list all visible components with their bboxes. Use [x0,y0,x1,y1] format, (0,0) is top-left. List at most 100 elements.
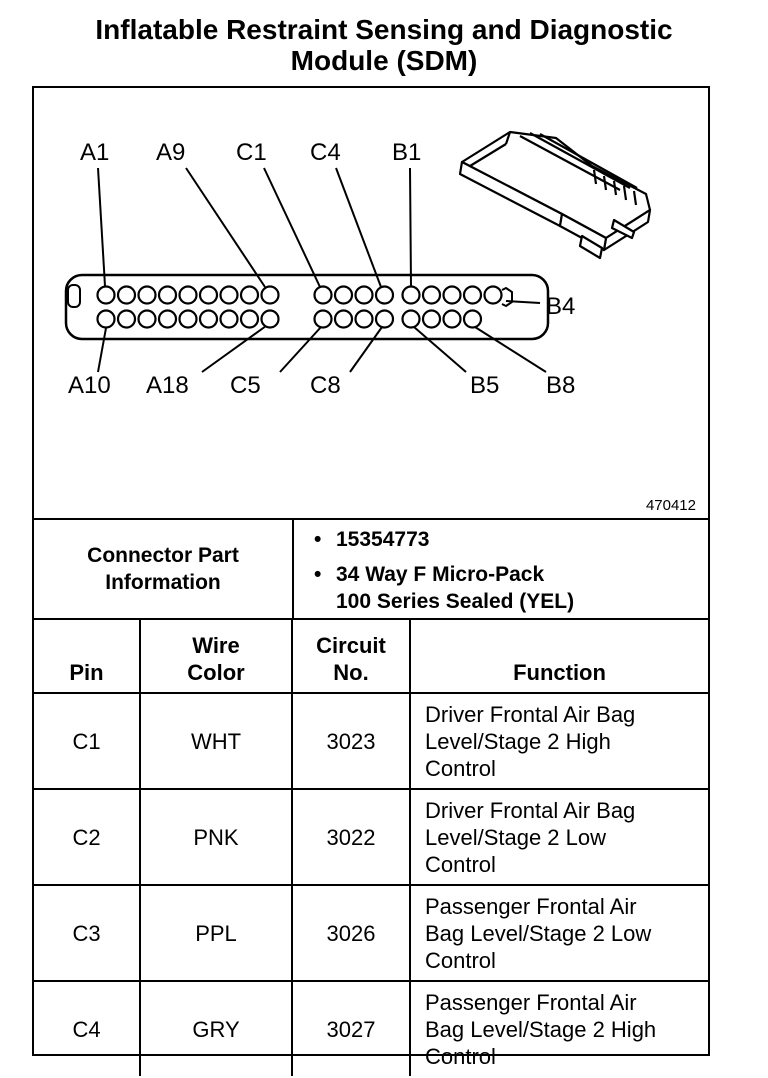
cavity-labels: A1 A9 C1 C4 B1 B4 A10 A18 C5 C8 B5 B8 [68,139,575,399]
cell-pin: C2 [34,788,141,886]
cell-wire-color: PPL [139,884,293,982]
pin-a7 [219,285,239,305]
cell-circuit: 3022 [291,788,411,886]
connector-latch-left [67,284,81,308]
connector-face-drawing: A1 A9 C1 C4 B1 B4 A10 A18 C5 C8 B5 B8 47… [64,130,696,514]
pin-a9 [260,285,280,305]
connector-description-item: 34 Way F Micro-Pack 100 Series Sealed (Y… [310,561,574,615]
header-circuit-no: Circuit No. [291,620,411,694]
pin-row-a-bottom [96,309,280,329]
pin-c8 [374,309,395,329]
header-function: Function [409,620,708,694]
pin-b5 [401,309,421,329]
label-a9: A9 [156,139,185,166]
pin-a18 [260,309,280,329]
cell-wire-color: PNK [139,788,293,886]
pin-c5 [313,309,333,329]
cell-function: Driver Frontal Air Bag Level/Stage 2 Hig… [409,692,708,790]
header-wire-color: Wire Color [139,620,293,694]
connector-desc-line-2: 100 Series Sealed (YEL) [336,590,575,613]
table-row: C1 WHT 3023 Driver Frontal Air Bag Level… [34,692,708,790]
part-number-item: 15354773 [310,526,574,553]
pin-c3 [354,285,374,305]
cell-pin: C4 [34,980,141,1076]
pin-a13 [157,309,178,329]
pin-row-cb-top [313,285,503,305]
cell-wire-color: GRY [139,980,293,1076]
label-b5: B5 [470,372,499,399]
page-title: Inflatable Restraint Sensing and Diagnos… [0,14,768,76]
pin-b4 [483,285,503,305]
pin-c6 [333,309,354,329]
part-number: 15354773 [336,528,430,551]
pin-b6 [421,309,442,329]
pin-a6 [198,285,219,305]
pin-b2 [421,285,442,305]
connector-part-info: Connector Part Information 15354773 34 W… [34,518,708,620]
pin-b7 [442,309,462,329]
table-row: C4 GRY 3027 Passenger Frontal Air Bag Le… [34,980,708,1076]
pinout-table: Pin Wire Color Circuit No. Function C1 W… [34,620,708,1076]
connector-part-label-line-2: Information [105,571,221,594]
cell-wire-color: WHT [139,692,293,790]
pin-a1 [96,285,116,305]
pin-row-cb-bottom [313,309,483,329]
figure-id: 470412 [646,497,696,514]
connector-part-list: 15354773 34 Way F Micro-Pack 100 Series … [310,526,574,623]
pin-b3 [442,285,462,305]
table-row: C3 PPL 3026 Passenger Frontal Air Bag Le… [34,884,708,982]
connector-diagram: A1 A9 C1 C4 B1 B4 A10 A18 C5 C8 B5 B8 47… [34,88,708,518]
title-line-2: Module (SDM) [290,45,478,76]
leader-lines [97,167,547,373]
cell-circuit: 3023 [291,692,411,790]
pin-row-a-top [96,285,280,305]
cell-pin: C1 [34,692,141,790]
cell-function: Driver Frontal Air Bag Level/Stage 2 Low… [409,788,708,886]
connector-picture [458,130,652,260]
pin-a12 [137,309,157,329]
pin-a10 [96,309,116,329]
label-b4: B4 [546,293,575,320]
label-c8: C8 [310,372,341,399]
pin-a14 [178,309,198,329]
pin-c4 [374,285,395,305]
pin-a15 [198,309,219,329]
cell-pin: C3 [34,884,141,982]
pin-b8 [462,309,483,329]
table-header-row: Pin Wire Color Circuit No. Function [34,620,708,694]
label-b8: B8 [546,372,575,399]
label-a18: A18 [146,372,189,399]
label-c4: C4 [310,139,341,166]
pin-c7 [354,309,374,329]
pin-c2 [333,285,354,305]
connector-latch-right [501,286,513,308]
pin-a8 [239,285,260,305]
pin-a16 [219,309,239,329]
pin-b1 [401,285,421,305]
cell-function: Passenger Frontal Air Bag Level/Stage 2 … [409,884,708,982]
connector-housing [64,273,550,341]
label-c1: C1 [236,139,267,166]
table-row: C2 PNK 3022 Driver Frontal Air Bag Level… [34,788,708,886]
connector-sheet: A1 A9 C1 C4 B1 B4 A10 A18 C5 C8 B5 B8 47… [32,86,710,1076]
pin-a17 [239,309,260,329]
label-a1: A1 [80,139,109,166]
pin-a5 [178,285,198,305]
connector-desc-line-1: 34 Way F Micro-Pack [336,563,545,586]
label-b1: B1 [392,139,421,166]
title-line-1: Inflatable Restraint Sensing and Diagnos… [95,14,673,45]
cell-circuit: 3026 [291,884,411,982]
label-a10: A10 [68,372,111,399]
connector-part-label: Connector Part Information [34,520,294,618]
pin-a4 [157,285,178,305]
pin-a3 [137,285,157,305]
pin-a2 [116,285,137,305]
connector-part-label-line-1: Connector Part [87,544,239,567]
cell-circuit: 3027 [291,980,411,1076]
label-c5: C5 [230,372,261,399]
cell-function: Passenger Frontal Air Bag Level/Stage 2 … [409,980,708,1076]
pin-c1 [313,285,333,305]
pin-a11 [116,309,137,329]
header-pin: Pin [34,620,141,694]
pin-b3b [462,285,483,305]
